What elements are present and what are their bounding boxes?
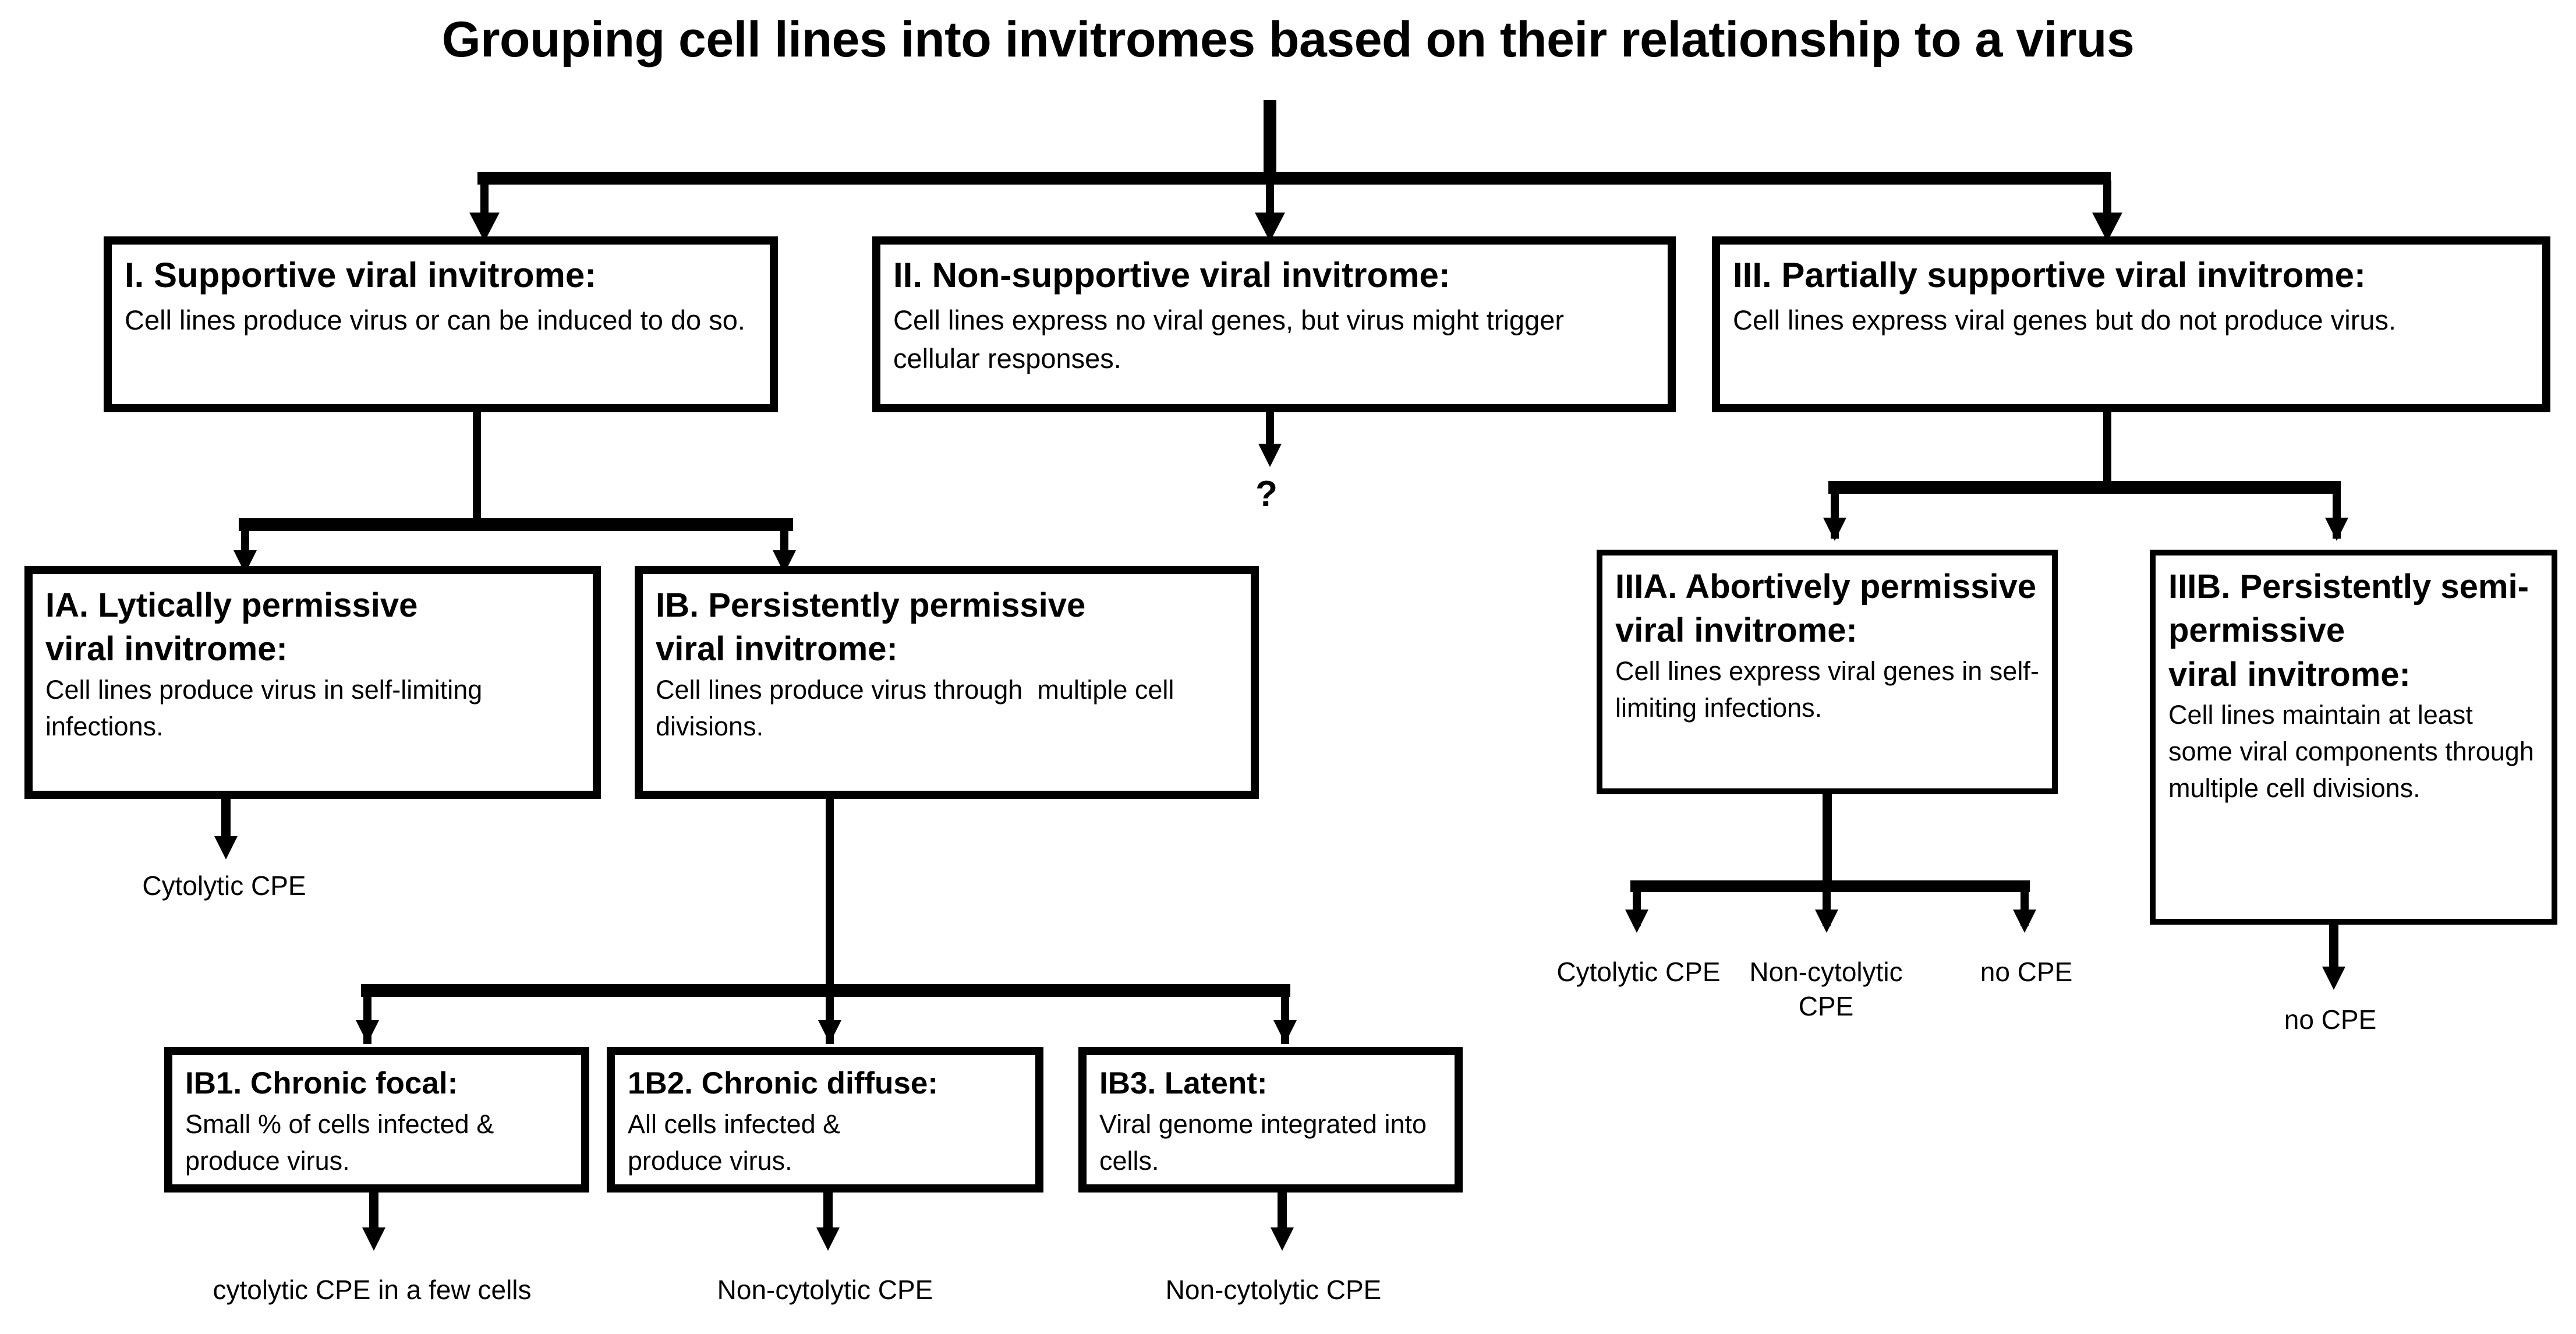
- connector-IB2-stem: [823, 1193, 833, 1237]
- node-persistently-permissive-viral-invitrome[interactable]: IB. Persistently permissive viral invitr…: [635, 566, 1259, 799]
- outcome-unknown: ?: [1255, 474, 1278, 514]
- node-title: IB3. Latent:: [1099, 1066, 1268, 1101]
- connector-IIIA-bus: [1630, 880, 2030, 892]
- arrow-IB-to-IB3: [1273, 1020, 1297, 1043]
- connector-root-to-I: [480, 181, 489, 221]
- connector-III-stem: [2103, 412, 2111, 487]
- arrow-IB1-to-outcome: [362, 1227, 385, 1251]
- node-latent[interactable]: IB3. Latent: Viral genome integrated int…: [1078, 1047, 1463, 1193]
- arrow-III-to-IIIB: [2325, 518, 2348, 541]
- node-body: Cell lines express viral genes in self- …: [1615, 656, 2047, 723]
- node-body: Viral genome integrated into cells.: [1099, 1109, 1434, 1176]
- node-title: IIIB. Persistently semi-permissive viral…: [2168, 568, 2529, 693]
- arrow-IA-to-outcome: [214, 836, 238, 859]
- connector-I-stem: [473, 412, 481, 524]
- node-lytically-permissive-viral-invitrome[interactable]: IA. Lytically permissive viral invitrome…: [24, 566, 601, 799]
- outcome-ib1-cpe: cytolytic CPE in a few cells: [213, 1275, 532, 1305]
- node-title: 1B2. Chronic diffuse:: [628, 1066, 939, 1101]
- node-title: IB. Persistently permissive viral invitr…: [656, 586, 1086, 668]
- outcome-iiia-no-cpe: no CPE: [1980, 957, 2073, 987]
- node-body: Cell lines produce virus through multipl…: [656, 674, 1181, 741]
- node-title: I. Supportive viral invitrome:: [125, 256, 597, 295]
- connector-IB-bus: [361, 984, 1290, 997]
- node-chronic-diffuse[interactable]: 1B2. Chronic diffuse: All cells infected…: [607, 1047, 1043, 1193]
- node-partially-supportive-viral-invitrome[interactable]: III. Partially supportive viral invitrom…: [1712, 236, 2550, 412]
- node-title: II. Non-supportive viral invitrome:: [893, 256, 1450, 295]
- arrow-III-to-IIIA: [1823, 518, 1846, 541]
- outcome-iiib-no-cpe: no CPE: [2284, 1004, 2377, 1035]
- arrow-IIIB-to-outcome: [2322, 967, 2345, 990]
- arrow-IIIA-to-noncytolytic: [1815, 910, 1838, 933]
- connector-IA-stem: [221, 799, 231, 844]
- outcome-ib2-cpe: Non-cytolytic CPE: [717, 1275, 933, 1305]
- node-body: Cell lines produce virus in self-limitin…: [45, 674, 490, 741]
- node-title: IIIA. Abortively permissive viral invitr…: [1615, 568, 2037, 650]
- node-body: Cell lines express no viral genes, but v…: [893, 305, 1572, 374]
- node-non-supportive-viral-invitrome[interactable]: II. Non-supportive viral invitrome: Cell…: [872, 236, 1676, 412]
- connector-IB3-stem: [1278, 1193, 1287, 1237]
- node-title: III. Partially supportive viral invitrom…: [1733, 256, 2366, 295]
- outcome-ia-cytolytic-cpe: Cytolytic CPE: [142, 871, 306, 901]
- node-title: IB1. Chronic focal:: [185, 1066, 458, 1101]
- arrow-IB-to-IB2: [818, 1020, 841, 1043]
- node-body: All cells infected & produce virus.: [628, 1109, 841, 1176]
- connector-II-stem: [1266, 412, 1274, 452]
- arrow-IB-to-IB1: [356, 1020, 379, 1043]
- connector-IIIB-stem: [2329, 925, 2338, 977]
- connector-IB-stem: [826, 799, 834, 991]
- node-chronic-focal[interactable]: IB1. Chronic focal: Small % of cells inf…: [164, 1047, 589, 1193]
- node-body: Cell lines express viral genes but do no…: [1733, 305, 2397, 336]
- connector-IB1-stem: [369, 1193, 378, 1237]
- node-body: Cell lines produce virus or can be induc…: [125, 305, 745, 336]
- outcome-ib3-cpe: Non-cytolytic CPE: [1165, 1275, 1382, 1305]
- node-title: IA. Lytically permissive viral invitrome…: [45, 586, 418, 668]
- connector-III-bus: [1828, 481, 2341, 494]
- arrow-IB3-to-outcome: [1271, 1227, 1294, 1251]
- arrow-IIIA-to-cytolytic: [1625, 910, 1648, 933]
- node-body: Cell lines maintain at least some viral …: [2168, 700, 2542, 804]
- connector-root-to-II: [1266, 181, 1274, 221]
- outcome-iiia-cytolytic-cpe: Cytolytic CPE: [1556, 957, 1721, 987]
- arrow-IIIA-to-nocpe: [2013, 910, 2036, 933]
- node-persistently-semi-permissive-viral-invitrome[interactable]: IIIB. Persistently semi-permissive viral…: [2150, 550, 2557, 925]
- connector-root-to-III: [2103, 181, 2111, 221]
- arrow-II-to-unknown: [1258, 444, 1282, 467]
- connector-I-bus: [239, 518, 793, 531]
- node-body: Small % of cells infected & produce viru…: [185, 1109, 501, 1176]
- page-title: Grouping cell lines into invitromes base…: [441, 12, 2135, 68]
- connector-root-bus: [477, 172, 2111, 185]
- outcome-iiia-non-cytolytic-cpe: Non-cytolytic CPE: [1749, 957, 1903, 1021]
- node-supportive-viral-invitrome[interactable]: I. Supportive viral invitrome: Cell line…: [104, 236, 778, 412]
- connector-root-trunk: [1264, 100, 1276, 176]
- node-abortively-permissive-viral-invitrome[interactable]: IIIA. Abortively permissive viral invitr…: [1597, 550, 2058, 794]
- connector-IIIA-stem: [1823, 794, 1832, 887]
- arrow-IB2-to-outcome: [816, 1227, 840, 1251]
